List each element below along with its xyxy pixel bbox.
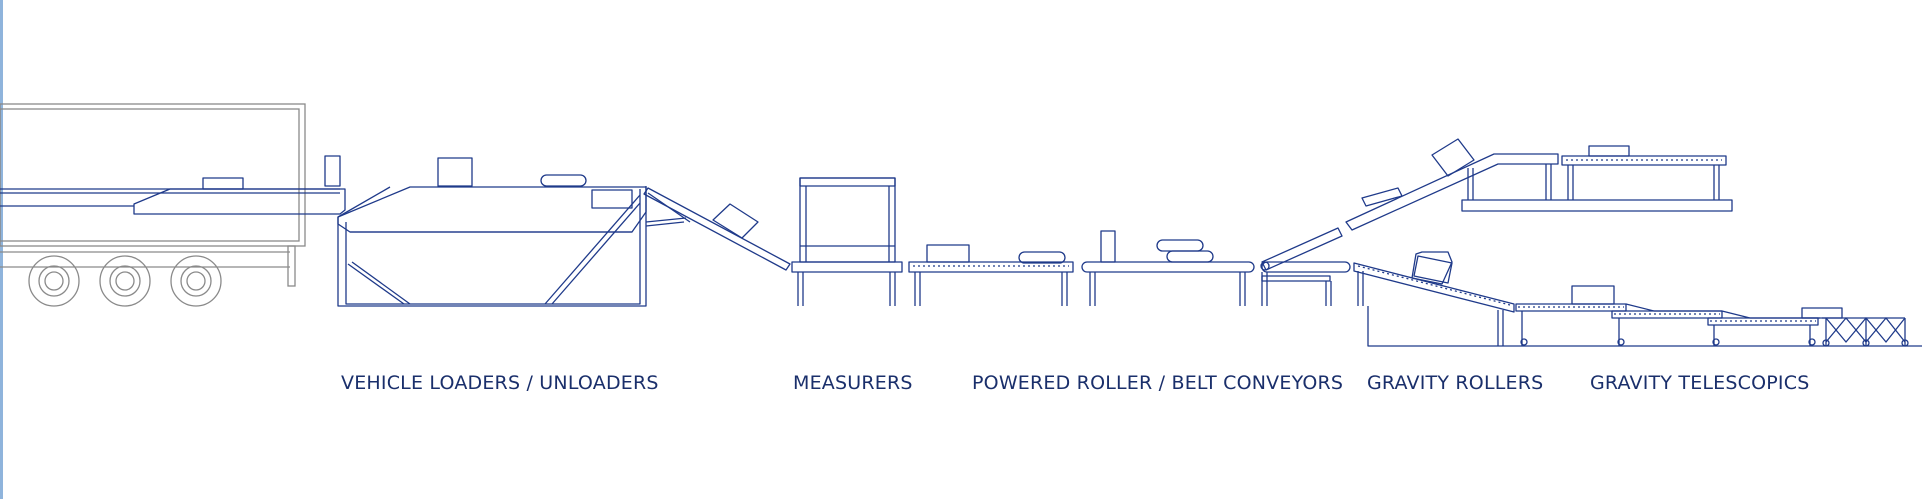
carton-on-conveyor [926,244,970,263]
measurer-table-top [791,261,903,273]
truck-trailer [0,103,306,307]
mezzanine-deck [1461,199,1733,212]
bag-on-conveyor [1166,250,1214,263]
bag-on-conveyor [1018,251,1066,264]
label-measurers: MEASURERS [793,372,913,394]
gravity-telescopic [1822,317,1909,347]
gravity-section-step [1721,310,1820,319]
carton-on-gravity [1411,251,1453,285]
gravity-section-bed [1707,317,1819,326]
trailer-wheel [28,255,80,307]
label-gravity-rollers: GRAVITY ROLLERS [1367,372,1544,394]
trailer-wheel [170,255,222,307]
trailer-body [0,103,306,247]
carton-upper-level [1588,145,1630,157]
loader-brace [347,263,405,305]
powered-conveyor [908,244,1074,306]
caster-wheel [1808,338,1816,346]
incline-belt-upper [1345,153,1559,231]
caster-wheel [1822,339,1830,347]
carton-on-loader [437,157,473,187]
bag-on-conveyor [1156,239,1204,252]
transfer-bed [1261,261,1351,273]
incline-belt-lower [1261,227,1343,271]
label-gravity-telescopics: GRAVITY TELESCOPICS [1590,372,1810,394]
loader-frame-inner [345,189,641,305]
trailer-landing-leg [287,245,296,287]
vehicle-loader [0,155,791,307]
measurer-frame [799,177,896,263]
carton-on-incline [1431,138,1475,177]
upright-carton [324,155,341,187]
loader-frame [337,186,647,307]
upright-carton [1100,230,1116,263]
carton-on-gravity-face [1413,255,1453,284]
discharge-ramp [643,187,791,271]
ramp-strut-inner [645,221,685,227]
trailer-wheel [99,255,151,307]
caster-wheel [1862,339,1870,347]
loader-diagonal [544,194,641,305]
conveyor-bed [908,261,1074,273]
control-panel [591,189,633,209]
ramp-strut [645,217,687,223]
gravity-roller-sections [1515,285,1843,346]
caster-wheel [1901,339,1909,347]
gravity-section-bed [1515,303,1627,312]
carton-on-ramp [712,203,759,239]
loader-diagonal-inner [551,202,641,305]
bag-on-loader [540,174,587,187]
caster-wheel [1712,338,1720,346]
label-powered-conveyors: POWERED ROLLER / BELT CONVEYORS [972,372,1344,394]
powered-conveyor [1081,230,1255,306]
measurer [791,177,903,306]
transfer-frame [1261,275,1331,282]
upper-conveyor-bed [1561,155,1727,166]
trailer-inner-wall [0,108,300,242]
transfer-pulley [1260,261,1270,271]
incline-belt-conveyor [1260,138,1559,306]
ramp-support [647,192,691,223]
conveyor-line-work [0,138,1922,347]
measurer-head [799,177,896,187]
label-vehicle-loaders: VEHICLE LOADERS / UNLOADERS [341,372,659,394]
loader-inner-boom [133,188,346,215]
floor-line [1367,306,1922,347]
caster-wheel [1520,338,1528,346]
carton-on-telescopic [1801,307,1843,319]
gravity-section-bed [1611,310,1723,319]
gravity-roller-bed [1353,262,1515,313]
upper-level-conveyor [1461,145,1733,212]
loader-deck-edge [337,186,391,218]
carton-on-boom [202,177,244,190]
bag-on-incline [1361,187,1403,207]
loader-brace-inner [351,261,411,305]
loader-deck [337,186,647,233]
carton-on-gravity-section [1571,285,1615,305]
caster-wheel [1617,338,1625,346]
gravity-roller-decline [1353,251,1922,347]
conveyor-bed [1081,261,1255,273]
gravity-section-step [1625,303,1722,312]
gravity-rollers [1357,265,1511,306]
left-edge-bar [0,0,3,499]
